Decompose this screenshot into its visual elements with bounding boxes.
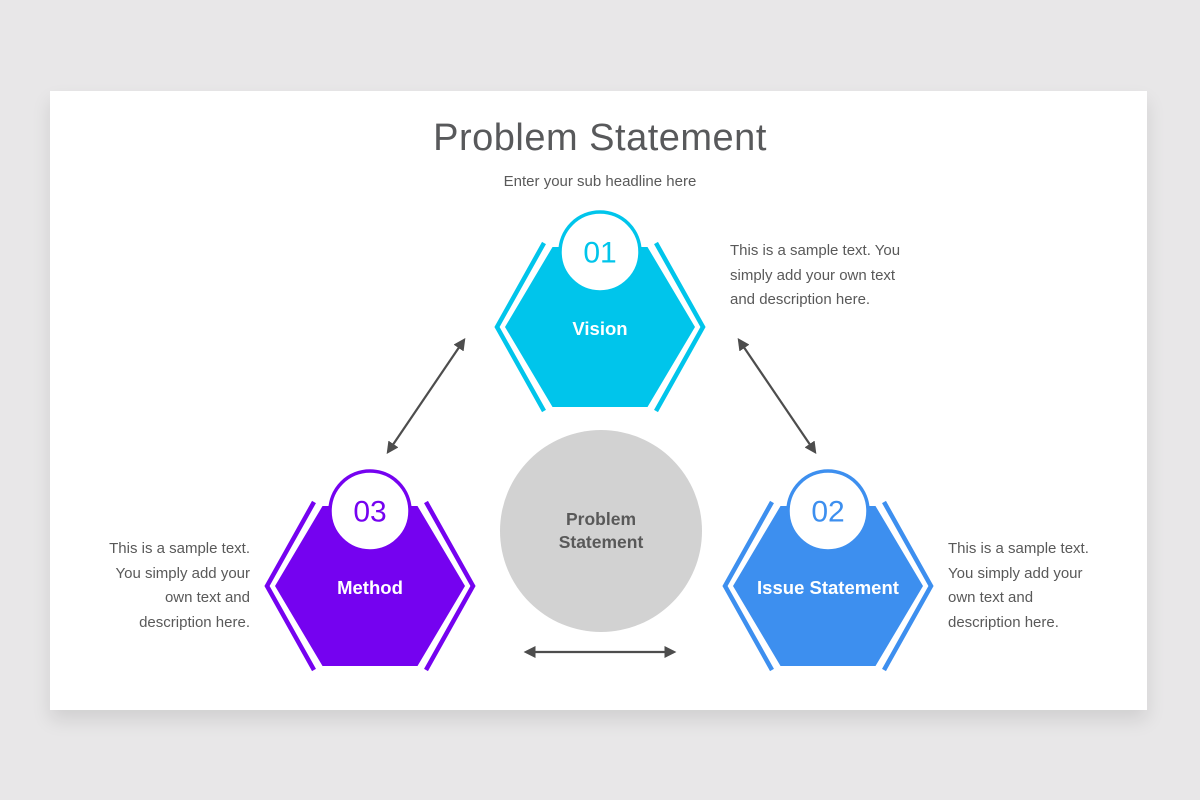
vision-label: Vision [572,318,627,339]
desc-line: simply add your own text [730,266,896,284]
method-hexagon-shape [275,506,465,666]
issue-left-chevron-accent [722,500,774,672]
vision-right-chevron-accent [654,241,706,413]
issue-right-chevron-accent [882,500,934,672]
vision-left-chevron-accent [494,241,546,413]
desc-line: This is a sample text. [109,540,250,557]
desc-line: You simply add your [115,564,250,582]
vision-hexagon-shape [505,247,695,407]
center-circle-label-line1: Problem [565,509,637,529]
desc-line: own text and [948,589,1034,606]
method-number-circle [328,469,412,553]
center-circle-label-line2: Statement [558,532,644,552]
method-description: This is a sample text. You simply add yo… [40,537,250,635]
page-title: Problem Statement [433,117,767,159]
issue-hexagon-shape [733,506,923,666]
desc-line: and description here. [730,291,871,308]
desc-line: This is a sample text. [948,540,1089,557]
method-right-chevron-accent [424,500,476,672]
method-left-chevron-accent [264,500,316,672]
vision-description: This is a sample text. You simply add yo… [730,239,920,313]
method-node: 03 Method [264,469,476,672]
desc-line: own text and [164,589,250,606]
center-circle: Problem Statement [500,430,702,632]
issue-number: 02 [811,496,844,529]
vision-number: 01 [583,237,616,270]
desc-line: This is a sample text. You [730,242,901,259]
desc-line: description here. [948,613,1059,631]
issue-label: Issue Statement [757,577,899,598]
desc-line: description here. [139,613,250,631]
vision-node: 01 Vision [494,210,706,413]
issue-node: 02 Issue Statement [722,469,934,672]
issue-description: This is a sample text. You simply add yo… [948,537,1158,635]
method-number: 03 [353,496,386,529]
method-label: Method [337,577,403,598]
vision-number-circle [558,210,642,294]
page-subtitle: Enter your sub headline here [503,173,697,190]
issue-number-circle [786,469,870,553]
desc-line: You simply add your [948,564,1083,582]
